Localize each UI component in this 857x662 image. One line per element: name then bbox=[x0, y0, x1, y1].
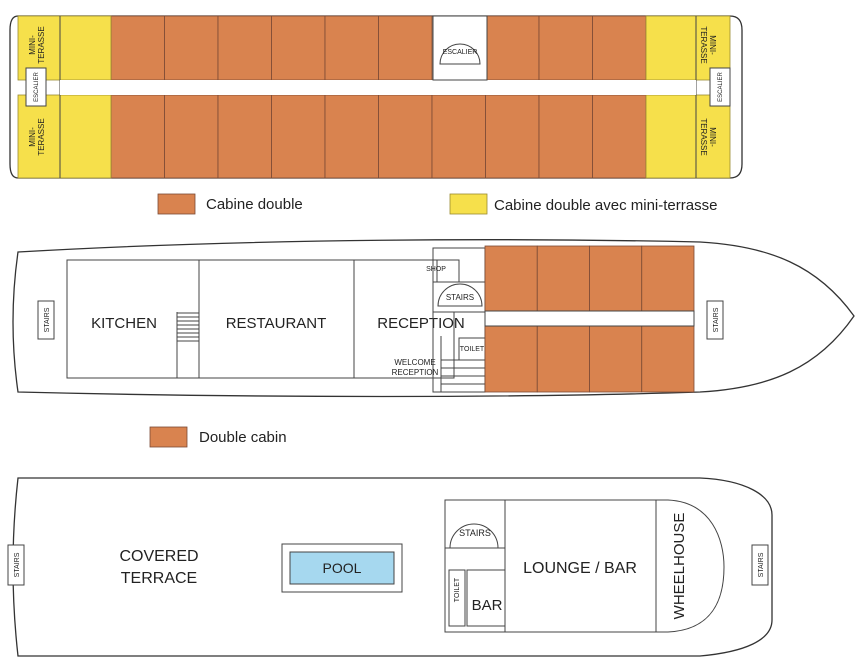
restaurant-label: RESTAURANT bbox=[226, 315, 327, 332]
deck3-stair-arc bbox=[449, 523, 499, 549]
deck2-cabin bbox=[536, 325, 590, 393]
deck1-cabin bbox=[538, 94, 593, 179]
deck3-toilet-label: TOILET bbox=[454, 577, 461, 602]
deck1-cabin bbox=[592, 94, 647, 179]
legend-terrasse-swatch bbox=[449, 193, 488, 215]
welcome-steps bbox=[440, 336, 485, 392]
pool bbox=[289, 551, 395, 585]
deck1-cabin bbox=[271, 94, 326, 179]
deck2-toilet-label: TOILET bbox=[460, 346, 485, 353]
legend-double-cabin-swatch bbox=[149, 426, 188, 448]
deck3-stairs-right-box bbox=[751, 544, 769, 586]
deck3-stairs-center-label: STAIRS bbox=[459, 528, 491, 538]
deck1-cabin bbox=[217, 94, 272, 179]
deck1-cabin bbox=[485, 15, 540, 81]
kitchen-stair-hatch bbox=[176, 312, 199, 378]
deck2-stair-arc bbox=[437, 283, 483, 307]
deck2-stair-well bbox=[432, 281, 486, 313]
legend-double-cabin-text: Double cabin bbox=[199, 429, 287, 446]
deck1-cabin bbox=[324, 94, 379, 179]
deck1-cabin bbox=[592, 15, 647, 81]
deck1-cabins-bottom-row bbox=[110, 94, 647, 179]
left-escalier-box bbox=[25, 67, 47, 107]
deck3-stairs-right-label: STAIRS bbox=[758, 552, 765, 577]
wheelhouse-label: WHEELHOUSE bbox=[671, 513, 688, 620]
kitchen-label: KITCHEN bbox=[91, 315, 157, 332]
right-escalier-box bbox=[709, 67, 731, 107]
deck3-toilet-room bbox=[448, 569, 466, 627]
deck1-cabin bbox=[217, 15, 272, 81]
deck1-cabin bbox=[485, 94, 540, 179]
deck2-stairs-right-label: STAIRS bbox=[713, 307, 720, 332]
deck2-stairs-left-box bbox=[37, 300, 55, 340]
pool-label: POOL bbox=[323, 560, 362, 576]
terrace-cabin-left-bottom bbox=[17, 94, 112, 179]
deck2-cabin bbox=[589, 245, 643, 312]
legend-deck2: Double cabin bbox=[149, 426, 287, 448]
deck1-cabin bbox=[164, 15, 219, 81]
legend-cabine-double-swatch bbox=[157, 193, 196, 215]
lounge-bar-label: LOUNGE / BAR bbox=[523, 560, 637, 577]
deck1-cabin bbox=[538, 15, 593, 81]
deck2-cabin bbox=[484, 325, 538, 393]
deck1-cabin bbox=[164, 94, 219, 179]
deck2-cabin bbox=[536, 245, 590, 312]
deck2-cabin bbox=[589, 325, 643, 393]
deck2-cabin-corridor bbox=[484, 310, 695, 327]
deck1-cabins-top-row bbox=[110, 15, 647, 81]
center-stair-well bbox=[432, 15, 488, 81]
reception-label: RECEPTION bbox=[377, 315, 465, 332]
deck1-cabin bbox=[378, 94, 433, 179]
deck1-cabin bbox=[431, 94, 486, 179]
shop-label: SHOP bbox=[426, 266, 446, 273]
mini-terrasse-label-left-bottom: MINI-TERASSE bbox=[28, 118, 46, 155]
deck2-cabin bbox=[641, 325, 695, 393]
center-stair-arc bbox=[439, 43, 481, 65]
deck2-cabin bbox=[641, 245, 695, 312]
deck1-cabin bbox=[110, 15, 165, 81]
deck1-cabin bbox=[378, 15, 433, 81]
deck2-cabin bbox=[484, 245, 538, 312]
mini-terrasse-label-right-bottom: MINI-TERASSE bbox=[699, 118, 717, 155]
legend-terrasse-text: Cabine double avec mini-terrasse bbox=[494, 197, 717, 214]
deck1-cabin bbox=[324, 15, 379, 81]
main-deck: KITCHEN RESTAURANT RECEPTION SHOP STAIRS… bbox=[12, 239, 855, 398]
deck1-cabin bbox=[110, 94, 165, 179]
restaurant-room bbox=[198, 259, 355, 379]
mini-terrasse-label-right-top: MINI-TERASSE bbox=[699, 26, 717, 63]
bar-room bbox=[466, 569, 506, 627]
deck2-cabins bbox=[484, 245, 695, 393]
deck2-stairs-center-label: STAIRS bbox=[446, 293, 474, 302]
lounge-block bbox=[444, 499, 725, 633]
right-escalier-label: ESCALIER bbox=[718, 71, 724, 101]
deck1-cabin bbox=[271, 15, 326, 81]
deck3-stairs-left-box bbox=[7, 544, 25, 586]
deck3-stairs-left-label: STAIRS bbox=[14, 552, 21, 577]
left-escalier-label: ESCALIER bbox=[34, 71, 40, 101]
deck2-stairs-left-label: STAIRS bbox=[44, 307, 51, 332]
center-escalier-label: ESCALIER bbox=[443, 49, 478, 56]
upper-cabin-deck: ESCALIER ESCALIER ESCALIER MINI-TERASSE … bbox=[9, 15, 743, 179]
mini-terrasse-label-left-top: MINI-TERASSE bbox=[28, 26, 46, 63]
deck2-stairs-right-box bbox=[706, 300, 724, 340]
legend-deck1: Cabine double Cabine double avec mini-te… bbox=[157, 193, 717, 215]
bar-label: BAR bbox=[472, 597, 503, 614]
terrace-cabin-right-bottom bbox=[645, 94, 731, 179]
legend-cabine-double-text: Cabine double bbox=[206, 196, 303, 213]
